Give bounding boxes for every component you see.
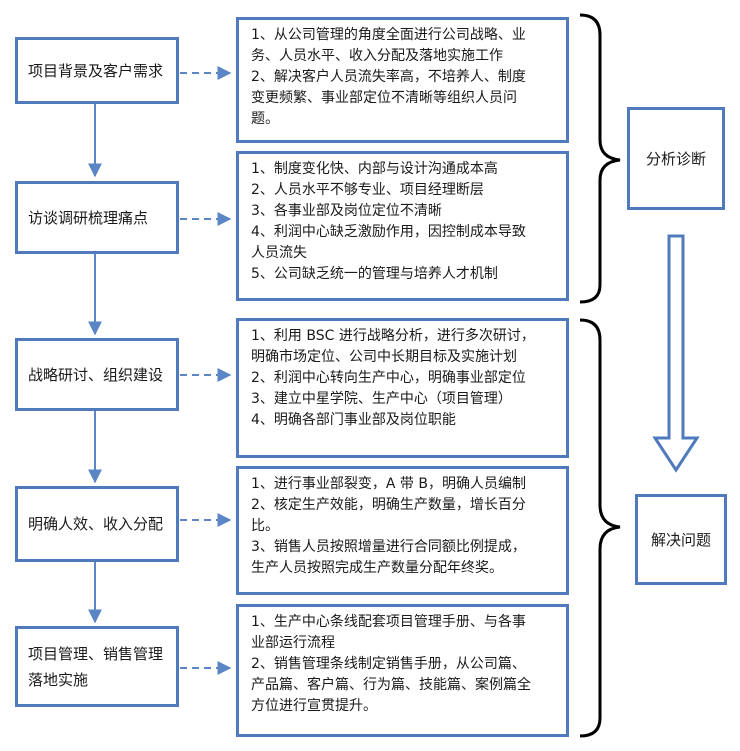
detail-line: 2、核定生产效能，明确生产数量，增长百分	[251, 497, 526, 513]
bracket-analysis	[579, 13, 621, 304]
step-strategy-organization: 战略研讨、组织建设	[15, 338, 179, 411]
detail-line: 3、销售人员按照增量进行合同额比例提成，	[251, 539, 526, 555]
step-label: 项目背景及客户需求	[28, 61, 164, 80]
category-label: 解决问题	[650, 531, 711, 549]
detail-line: 1、制度变化快、内部与设计沟通成本高	[251, 161, 498, 177]
detail-line: 方位进行宣贯提升。	[251, 698, 377, 714]
detail-line: 明确市场定位、公司中长期目标及实施计划	[251, 349, 517, 365]
detail-line: 2、解决客户人员流失率高，不培养人、制度	[251, 69, 526, 85]
detail-line: 2、人员水平不够专业、项目经理断层	[251, 182, 484, 198]
detail-line: 产品篇、客户篇、行为篇、技能篇、案例篇全	[251, 677, 531, 693]
category-solution: 解决问题	[635, 494, 727, 585]
detail-line: 变更频繁、事业部定位不清晰等组织人员问	[251, 90, 517, 106]
detail-line: 4、明确各部门事业部及岗位职能	[251, 412, 456, 428]
detail-line: 题。	[251, 111, 279, 127]
category-analysis: 分析诊断	[627, 107, 725, 210]
detail-line: 人员流失	[251, 245, 307, 261]
step-efficiency-income: 明确人效、收入分配	[15, 486, 179, 562]
detail-line: 务、人员水平、收入分配及落地实施工作	[251, 48, 503, 64]
step-project-sales-management: 项目管理、销售管理落地实施	[15, 626, 179, 707]
detail-line: 1、生产中心条线配套项目管理手册、与各事	[251, 614, 526, 630]
step-label: 战略研讨、组织建设	[28, 365, 164, 384]
detail-line: 1、从公司管理的角度全面进行公司战略、业	[251, 27, 526, 43]
step-label: 明确人效、收入分配	[28, 515, 164, 533]
detail-line: 1、利用 BSC 进行战略分析，进行多次研讨，	[251, 328, 535, 344]
down-arrow-icon	[652, 234, 700, 473]
detail-line: 5、公司缺乏统一的管理与培养人才机制	[251, 266, 498, 282]
detail-line: 比。	[251, 518, 279, 534]
step-project-background: 项目背景及客户需求	[15, 37, 179, 104]
category-label: 分析诊断	[645, 150, 706, 168]
detail-line: 2、销售管理条线制定销售手册，从公司篇、	[251, 656, 526, 672]
detail-line: 生产人员按照完成生产数量分配年终奖。	[251, 560, 503, 576]
detail-line: 3、建立中星学院、生产中心（项目管理）	[251, 391, 512, 407]
step-label: 访谈调研梳理痛点	[28, 208, 149, 227]
detail-interview-research: 1、制度变化快、内部与设计沟通成本高 2、人员水平不够专业、项目经理断层 3、各…	[236, 151, 569, 301]
detail-strategy-organization: 1、利用 BSC 进行战略分析，进行多次研讨， 明确市场定位、公司中长期目标及实…	[236, 318, 569, 458]
step-interview-research: 访谈调研梳理痛点	[15, 181, 179, 254]
detail-line: 3、各事业部及岗位定位不清晰	[251, 203, 442, 219]
detail-line: 2、利润中心转向生产中心，明确事业部定位	[251, 370, 526, 386]
step-label: 项目管理、销售管理落地实施	[28, 644, 164, 689]
detail-line: 1、进行事业部裂变，A 带 B，明确人员编制	[251, 476, 526, 492]
detail-project-background: 1、从公司管理的角度全面进行公司战略、业 务、人员水平、收入分配及落地实施工作 …	[236, 17, 569, 143]
detail-efficiency-income: 1、进行事业部裂变，A 带 B，明确人员编制 2、核定生产效能，明确生产数量，增…	[236, 466, 569, 595]
bracket-solution	[579, 318, 621, 738]
detail-project-sales-management: 1、生产中心条线配套项目管理手册、与各事 业部运行流程 2、销售管理条线制定销售…	[236, 604, 569, 737]
detail-line: 4、利润中心缺乏激励作用，因控制成本导致	[251, 224, 526, 240]
detail-line: 业部运行流程	[251, 635, 335, 651]
